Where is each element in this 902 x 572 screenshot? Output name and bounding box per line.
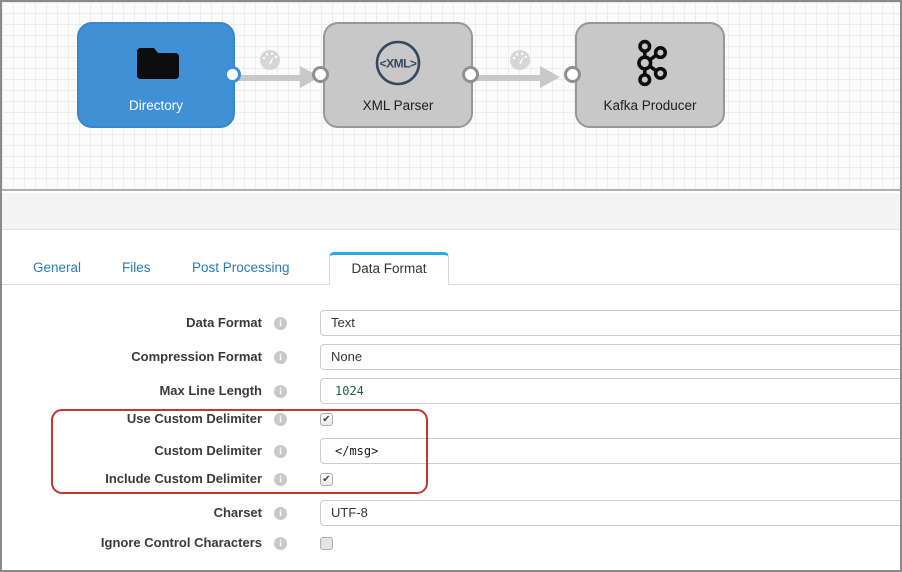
input-port-kafka-producer[interactable] bbox=[564, 66, 581, 83]
link-arrowhead-icon bbox=[540, 66, 560, 88]
include-custom-delimiter-checkbox[interactable] bbox=[320, 473, 333, 486]
kafka-icon bbox=[577, 34, 723, 92]
stage-node-kafka-producer[interactable]: Kafka Producer bbox=[575, 22, 725, 128]
svg-text:<XML>: <XML> bbox=[380, 57, 417, 71]
form-row-data-format: Data Format i Text bbox=[2, 310, 900, 336]
form-row-max-line-length: Max Line Length i 1024 bbox=[2, 378, 900, 404]
ignore-control-characters-checkbox[interactable] bbox=[320, 537, 333, 550]
use-custom-delimiter-checkbox[interactable] bbox=[320, 413, 333, 426]
form-row-include-custom-delimiter: Include Custom Delimiter i bbox=[2, 466, 900, 492]
info-icon[interactable]: i bbox=[274, 413, 287, 426]
link-xmlparser-kafka[interactable] bbox=[473, 75, 543, 81]
info-icon[interactable]: i bbox=[274, 445, 287, 458]
tab-post-processing[interactable]: Post Processing bbox=[192, 252, 290, 284]
stage-node-directory[interactable]: Directory bbox=[77, 22, 235, 128]
pipeline-canvas[interactable]: Directory <XML> XML Parser bbox=[2, 2, 900, 191]
form-row-charset: Charset i UTF-8 bbox=[2, 500, 900, 526]
field-label: Compression Format bbox=[2, 344, 262, 370]
info-icon[interactable]: i bbox=[274, 537, 287, 550]
field-label: Custom Delimiter bbox=[2, 438, 262, 464]
link-directory-xmlparser[interactable] bbox=[235, 75, 303, 81]
stage-label: XML Parser bbox=[325, 98, 471, 113]
charset-input[interactable]: UTF-8 bbox=[320, 500, 900, 526]
xml-icon: <XML> bbox=[325, 34, 471, 92]
compression-format-input[interactable]: None bbox=[320, 344, 900, 370]
input-port-xml-parser[interactable] bbox=[312, 66, 329, 83]
gauge-icon bbox=[508, 48, 532, 72]
output-port-xml-parser[interactable] bbox=[462, 66, 479, 83]
stage-label: Kafka Producer bbox=[577, 98, 723, 113]
info-icon[interactable]: i bbox=[274, 507, 287, 520]
field-label: Max Line Length bbox=[2, 378, 262, 404]
tab-general[interactable]: General bbox=[33, 252, 81, 284]
tabs-divider bbox=[2, 284, 900, 285]
info-icon[interactable]: i bbox=[274, 473, 287, 486]
form-row-compression-format: Compression Format i None bbox=[2, 344, 900, 370]
field-label: Use Custom Delimiter bbox=[2, 406, 262, 432]
info-icon[interactable]: i bbox=[274, 317, 287, 330]
stage-node-xml-parser[interactable]: <XML> XML Parser bbox=[323, 22, 473, 128]
panel-header-band bbox=[2, 193, 900, 230]
field-label: Charset bbox=[2, 500, 262, 526]
stage-label: Directory bbox=[79, 98, 233, 113]
folder-icon bbox=[79, 34, 233, 92]
max-line-length-input[interactable]: 1024 bbox=[320, 378, 900, 404]
form-row-use-custom-delimiter: Use Custom Delimiter i bbox=[2, 406, 900, 432]
output-port-directory[interactable] bbox=[224, 66, 241, 83]
field-label: Ignore Control Characters bbox=[2, 530, 262, 556]
tab-data-format-active[interactable]: Data Format bbox=[329, 252, 449, 285]
gauge-icon bbox=[258, 48, 282, 72]
tab-files[interactable]: Files bbox=[122, 252, 151, 284]
info-icon[interactable]: i bbox=[274, 385, 287, 398]
field-label: Include Custom Delimiter bbox=[2, 466, 262, 492]
data-format-input[interactable]: Text bbox=[320, 310, 900, 336]
form-row-custom-delimiter: Custom Delimiter i </msg> bbox=[2, 438, 900, 464]
field-label: Data Format bbox=[2, 310, 262, 336]
custom-delimiter-input[interactable]: </msg> bbox=[320, 438, 900, 464]
info-icon[interactable]: i bbox=[274, 351, 287, 364]
form-row-ignore-control-characters: Ignore Control Characters i bbox=[2, 530, 900, 556]
